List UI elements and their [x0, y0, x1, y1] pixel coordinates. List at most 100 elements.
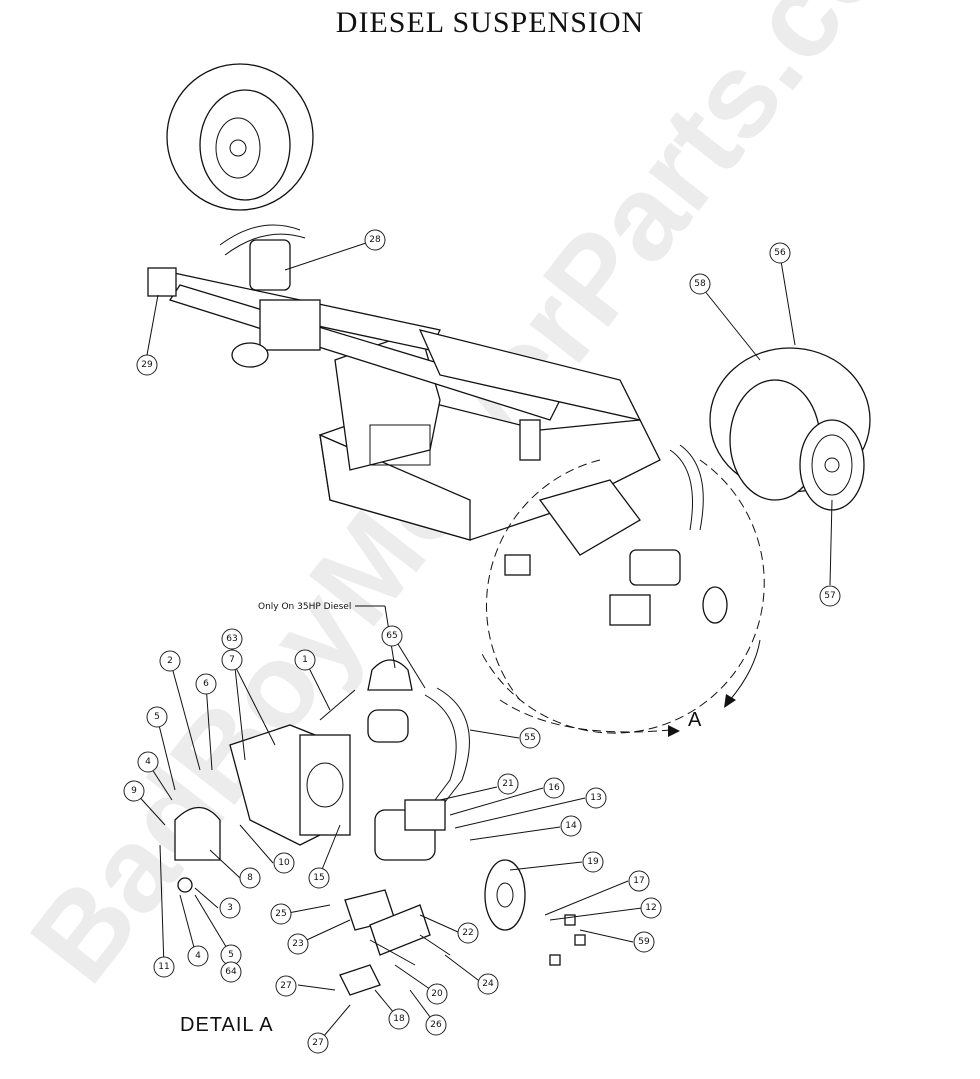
callout-21: 21 — [497, 773, 519, 795]
svg-text:5: 5 — [154, 712, 160, 722]
callout-23: 23 — [287, 933, 309, 955]
callout-4-lower: 4 — [187, 945, 209, 967]
svg-text:15: 15 — [313, 873, 324, 883]
tire-upper-right — [709, 347, 871, 511]
mount-plate-22 — [369, 904, 431, 956]
left-mount-bracket — [174, 806, 221, 893]
callout-25: 25 — [270, 903, 292, 925]
svg-text:14: 14 — [565, 821, 577, 831]
svg-text:27: 27 — [280, 981, 291, 991]
bolt-1 — [319, 689, 356, 721]
svg-text:4: 4 — [145, 757, 151, 767]
svg-text:64: 64 — [225, 967, 237, 977]
callout-63: 63 — [221, 628, 243, 650]
diagram-title: DIESEL SUSPENSION — [335, 6, 645, 39]
wheel-hub — [484, 859, 526, 931]
callout-64: 64 — [220, 961, 242, 983]
svg-text:55: 55 — [524, 733, 535, 743]
svg-text:5: 5 — [228, 950, 234, 960]
hydraulic-hoses — [424, 687, 470, 803]
svg-text:1: 1 — [302, 655, 308, 665]
callout-58: 58 — [689, 273, 711, 295]
callout-10: 10 — [273, 852, 295, 874]
callout-59: 59 — [633, 931, 655, 953]
svg-text:6: 6 — [203, 679, 209, 689]
svg-text:57: 57 — [824, 591, 835, 601]
svg-text:27: 27 — [312, 1038, 323, 1048]
callout-29: 29 — [136, 354, 158, 376]
callout-6: 6 — [195, 673, 217, 695]
svg-text:24: 24 — [482, 979, 494, 989]
callout-8: 8 — [239, 867, 261, 889]
callout-24: 24 — [477, 973, 499, 995]
callout-9: 9 — [123, 780, 145, 802]
callout-3: 3 — [219, 897, 241, 919]
callout-15: 15 — [308, 867, 330, 889]
svg-text:10: 10 — [278, 858, 290, 868]
svg-text:4: 4 — [195, 951, 201, 961]
callout-65: 65 — [381, 625, 403, 647]
callout-5-upper: 5 — [146, 706, 168, 728]
detail-a-circle: A — [479, 444, 765, 737]
callout-17: 17 — [628, 870, 650, 892]
svg-text:63: 63 — [226, 634, 237, 644]
svg-text:58: 58 — [694, 279, 706, 289]
svg-text:13: 13 — [590, 793, 601, 803]
svg-text:3: 3 — [227, 903, 233, 913]
svg-text:21: 21 — [502, 779, 513, 789]
svg-text:26: 26 — [430, 1020, 442, 1030]
callout-55: 55 — [519, 727, 541, 749]
callout-16: 16 — [543, 777, 565, 799]
callout-22: 22 — [457, 922, 479, 944]
callout-7: 7 — [221, 649, 243, 671]
clamp-35hp — [367, 659, 413, 691]
callout-20: 20 — [426, 983, 448, 1005]
view-letter: A — [688, 709, 702, 731]
callout-1: 1 — [294, 649, 316, 671]
callout-27-lower: 27 — [307, 1032, 329, 1054]
note-35hp-diesel: Only On 35HP Diesel — [258, 602, 351, 612]
callout-14: 14 — [560, 815, 582, 837]
callout-27-upper: 27 — [275, 975, 297, 997]
bolt-24 — [369, 934, 451, 966]
callout-19: 19 — [582, 851, 604, 873]
svg-text:28: 28 — [369, 235, 381, 245]
callout-28: 28 — [364, 229, 386, 251]
svg-text:9: 9 — [131, 786, 137, 796]
svg-text:8: 8 — [247, 873, 253, 883]
svg-text:17: 17 — [633, 876, 644, 886]
plate-18 — [339, 964, 381, 996]
svg-text:12: 12 — [645, 903, 656, 913]
svg-text:56: 56 — [774, 248, 786, 258]
callout-26: 26 — [425, 1014, 447, 1036]
tire-upper-left — [166, 63, 314, 211]
svg-text:25: 25 — [275, 909, 286, 919]
callout-12: 12 — [640, 897, 662, 919]
svg-text:23: 23 — [292, 939, 303, 949]
svg-text:18: 18 — [393, 1014, 405, 1024]
svg-text:7: 7 — [229, 655, 235, 665]
callout-5-lower: 5 — [220, 944, 242, 966]
svg-text:29: 29 — [141, 360, 153, 370]
svg-text:11: 11 — [158, 962, 169, 972]
detail-a-label: DETAIL A — [180, 1014, 274, 1036]
callout-56: 56 — [769, 242, 791, 264]
callout-18: 18 — [388, 1008, 410, 1030]
svg-text:2: 2 — [167, 656, 173, 666]
svg-text:22: 22 — [462, 928, 473, 938]
svg-text:16: 16 — [548, 783, 560, 793]
callout-13: 13 — [585, 787, 607, 809]
callout-11: 11 — [153, 956, 175, 978]
svg-text:65: 65 — [386, 631, 397, 641]
svg-text:20: 20 — [431, 989, 443, 999]
mount-cushion — [367, 709, 409, 743]
svg-text:19: 19 — [587, 857, 599, 867]
lug-nuts-59 — [549, 914, 586, 966]
callout-57: 57 — [819, 585, 841, 607]
callout-4-upper: 4 — [137, 751, 159, 773]
wheel-motor — [374, 799, 446, 861]
svg-text:59: 59 — [638, 937, 650, 947]
callout-2: 2 — [159, 650, 181, 672]
chassis-frame — [147, 224, 661, 541]
